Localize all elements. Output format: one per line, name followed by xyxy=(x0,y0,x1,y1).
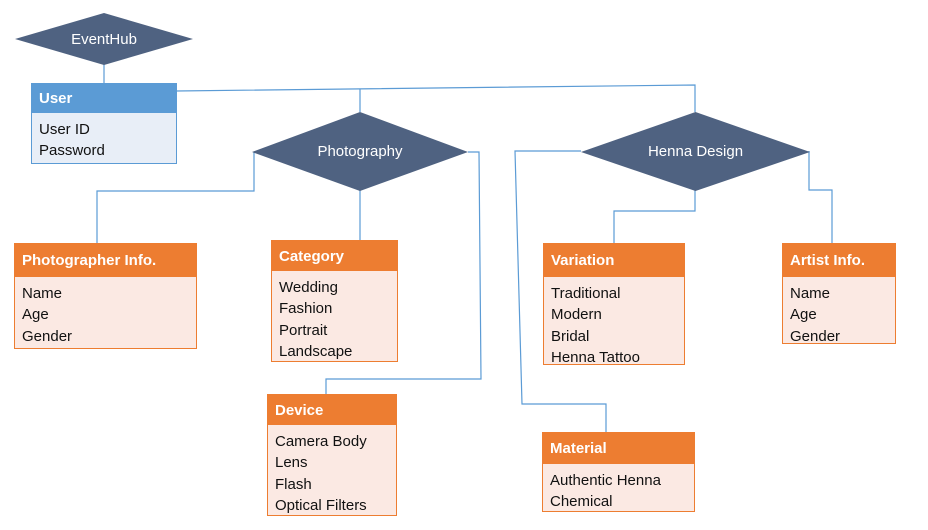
diamond-shape xyxy=(252,112,468,191)
category-field: Portrait xyxy=(279,321,328,339)
photographer-info-title: Photographer Info. xyxy=(15,244,196,277)
connector-henna-material xyxy=(514,150,607,432)
category-field: Landscape xyxy=(279,342,353,360)
device-entity: Device Camera Body Lens Flash Optical Fi… xyxy=(267,394,397,516)
artist-info-fields: Name Age Gender xyxy=(783,277,895,347)
photographer-info-entity: Photographer Info. Name Age Gender xyxy=(14,243,197,349)
variation-fields: Traditional Modern Bridal Henna Tattoo xyxy=(544,277,684,368)
artist-field: Gender xyxy=(790,327,841,345)
henna-design-label: Henna Design xyxy=(647,143,744,160)
eventhub-diamond: EventHub xyxy=(15,13,193,65)
photographer-field: Age xyxy=(22,306,49,324)
artist-info-title: Artist Info. xyxy=(783,244,895,277)
user-fields: User ID Password xyxy=(32,113,176,162)
photographer-info-fields: Name Age Gender xyxy=(15,277,196,347)
photographer-field: Gender xyxy=(22,327,73,345)
variation-title: Variation xyxy=(544,244,684,277)
category-field: Wedding xyxy=(279,279,338,296)
user-field: Password xyxy=(39,142,105,160)
artist-field: Age xyxy=(790,306,817,324)
material-field: Authentic Henna xyxy=(550,472,661,489)
artist-field: Name xyxy=(790,285,831,302)
variation-field: Modern xyxy=(551,306,602,324)
material-fields: Authentic Henna Chemical xyxy=(543,464,694,513)
material-field: Chemical xyxy=(550,493,613,511)
category-field: Fashion xyxy=(279,300,333,318)
photographer-field: Name xyxy=(22,285,63,302)
user-field: User ID xyxy=(39,121,90,138)
device-field: Flash xyxy=(275,475,312,493)
device-fields: Camera Body Lens Flash Optical Filters xyxy=(268,425,396,516)
connector-henna-variation xyxy=(613,190,696,243)
category-entity: Category Wedding Fashion Portrait Landsc… xyxy=(271,240,398,362)
device-field: Optical Filters xyxy=(275,496,367,514)
material-title: Material xyxy=(543,433,694,464)
device-field: Camera Body xyxy=(275,433,367,450)
connector-photography-photographer xyxy=(96,152,255,243)
category-fields: Wedding Fashion Portrait Landscape xyxy=(272,271,397,362)
material-entity: Material Authentic Henna Chemical xyxy=(542,432,695,512)
variation-field: Traditional xyxy=(551,285,621,302)
variation-entity: Variation Traditional Modern Bridal Henn… xyxy=(543,243,685,368)
photography-diamond: Photography xyxy=(252,112,468,191)
connector-photography-device xyxy=(325,151,482,394)
connector-user-henna xyxy=(175,84,696,112)
connector-henna-artist xyxy=(808,151,833,243)
artist-info-entity: Artist Info. Name Age Gender xyxy=(782,243,896,347)
device-title: Device xyxy=(268,395,396,425)
henna-design-diamond: Henna Design xyxy=(581,112,810,191)
category-title: Category xyxy=(272,241,397,271)
device-field: Lens xyxy=(275,454,308,472)
variation-field: Bridal xyxy=(551,327,590,345)
eventhub-label: EventHub xyxy=(71,30,137,48)
user-title: User xyxy=(32,84,176,113)
user-entity: User User ID Password xyxy=(31,83,177,164)
photography-label: Photography xyxy=(317,143,403,160)
diamond-shape xyxy=(581,112,810,191)
diamond-shape xyxy=(15,13,193,65)
variation-field: Henna Tattoo xyxy=(551,348,640,366)
